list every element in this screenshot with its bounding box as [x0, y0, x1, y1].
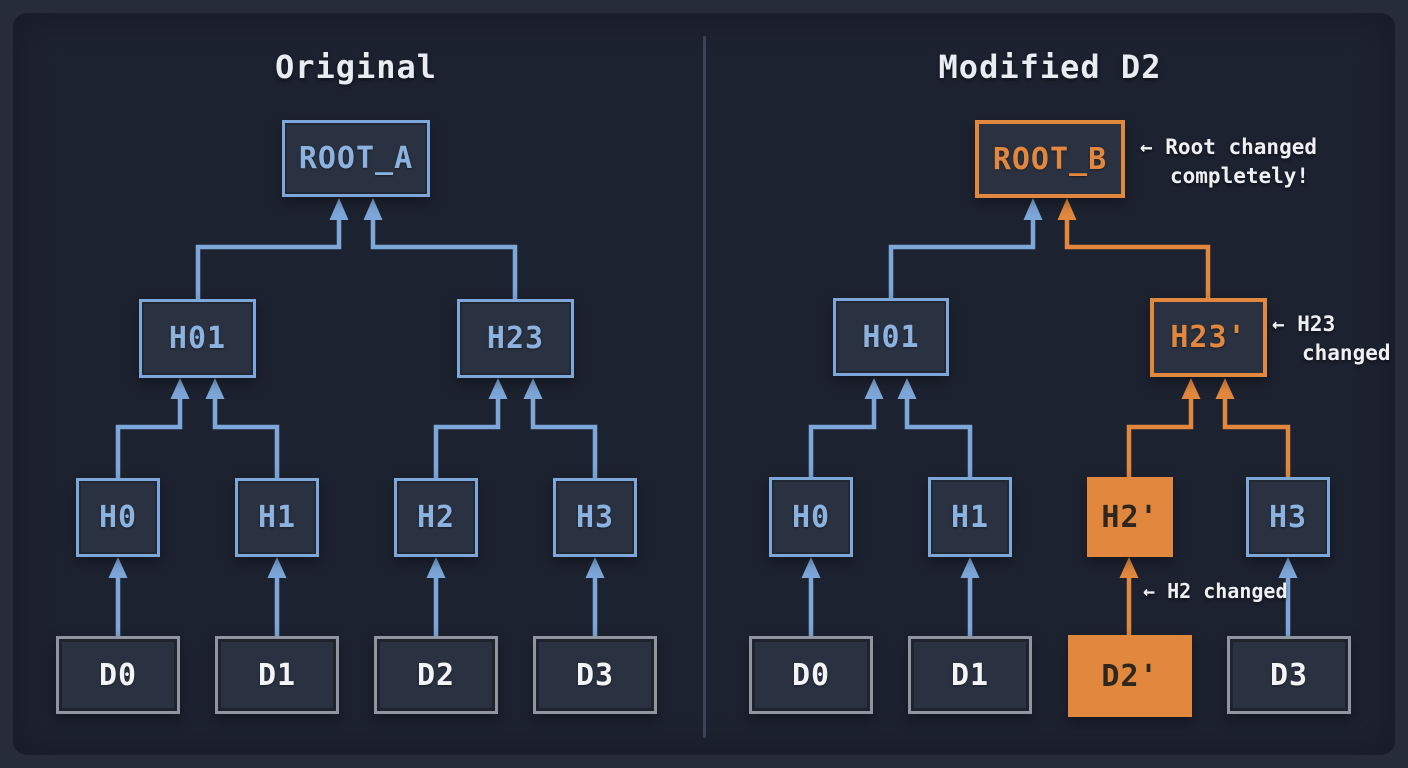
node-h1-left: H1: [235, 478, 319, 557]
node-d2-left: D2: [374, 636, 498, 714]
node-h23-prime-right: H23': [1150, 298, 1267, 377]
node-d0-left: D0: [56, 636, 180, 714]
node-d1-left: D1: [215, 636, 339, 714]
node-h3-left: H3: [553, 478, 637, 557]
node-d2-prime-right: D2': [1068, 635, 1192, 717]
node-root-a: ROOT_A: [282, 120, 430, 197]
annotation-root-changed: ← Root changed completely!: [1140, 133, 1317, 191]
node-h3-right: H3: [1246, 477, 1330, 557]
node-root-b: ROOT_B: [975, 120, 1125, 198]
annotation-h23-changed-line2: changed: [1302, 341, 1391, 365]
node-h1-right: H1: [928, 477, 1012, 557]
node-h01-left: H01: [139, 299, 256, 378]
node-d3-left: D3: [533, 636, 657, 714]
annotation-h2-changed: ← H2 changed: [1143, 579, 1288, 603]
annotation-h23-changed-line1: ← H23: [1272, 312, 1336, 336]
node-d3-right: D3: [1227, 636, 1351, 714]
node-h01-right: H01: [833, 298, 949, 376]
node-h2-left: H2: [394, 478, 478, 557]
node-d1-right: D1: [908, 636, 1032, 714]
right-panel-title: Modified D2: [938, 48, 1162, 86]
node-h0-left: H0: [76, 478, 160, 557]
node-h0-right: H0: [769, 477, 853, 557]
panel-divider: [703, 36, 706, 738]
node-d0-right: D0: [749, 636, 873, 714]
annotation-h23-changed: ← H23 changed: [1272, 310, 1391, 368]
left-panel-title: Original: [274, 48, 438, 86]
annotation-root-changed-line1: ← Root changed: [1140, 135, 1318, 159]
node-h2-prime-right: H2': [1087, 477, 1173, 557]
node-h23-left: H23: [457, 299, 574, 378]
annotation-root-changed-line2: completely!: [1170, 164, 1310, 188]
